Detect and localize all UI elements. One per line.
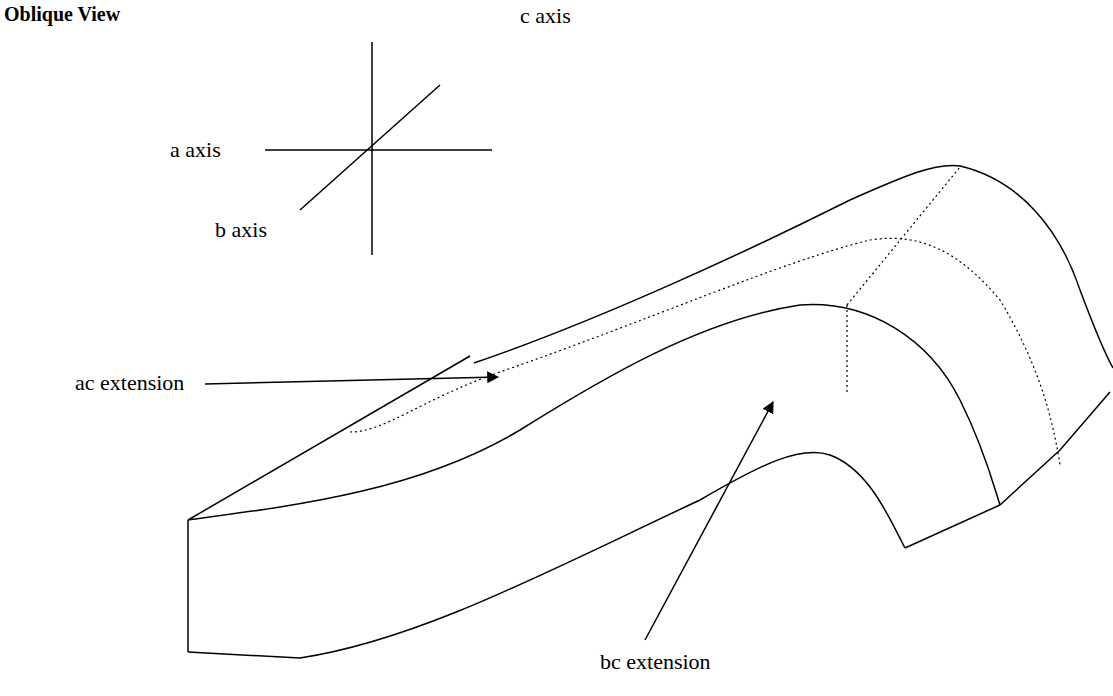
extension-lines bbox=[350, 167, 1060, 465]
view-title: Oblique View bbox=[4, 3, 120, 25]
axis-label: c axis bbox=[520, 4, 571, 28]
fold-outline bbox=[188, 165, 1113, 658]
axes-symbol bbox=[265, 42, 492, 255]
leader-arrows bbox=[205, 377, 773, 640]
extension-label: ac extension bbox=[75, 371, 184, 395]
axis-label: a axis bbox=[170, 138, 221, 162]
axis-label: b axis bbox=[215, 218, 267, 242]
extension-label: bc extension bbox=[600, 650, 711, 674]
